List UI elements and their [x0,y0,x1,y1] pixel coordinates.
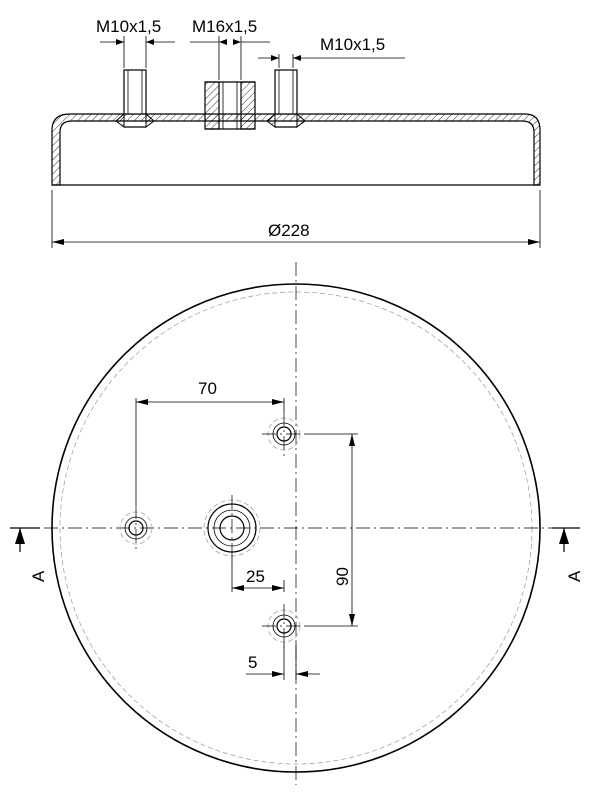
dim-label-25: 25 [246,567,265,586]
section-marker-right: A [552,527,584,582]
diameter-label: Ø228 [268,221,310,240]
section-label-left: A [29,570,48,582]
hole-left [119,505,153,552]
shell-top-plate [51,113,541,186]
plan-view: 70 90 25 5 A [10,262,584,785]
hole-top [262,412,306,456]
dim-label-90: 90 [333,567,352,586]
dim-label-5: 5 [248,653,257,672]
thread-label-left: M10x1,5 [96,17,161,36]
section-label-right: A [565,570,584,582]
dim-label-70: 70 [198,379,217,398]
thread-label-right: M10x1,5 [320,35,385,54]
right-stud [266,69,306,128]
section-view: M10x1,5 M16x1,5 M10x1,5 Ø228 [51,17,541,248]
left-stud [115,69,155,128]
hole-center [203,495,261,562]
section-marker-left: A [10,527,48,582]
hole-bottom [262,604,306,648]
thread-label-center: M16x1,5 [192,17,257,36]
center-nut [204,81,256,130]
